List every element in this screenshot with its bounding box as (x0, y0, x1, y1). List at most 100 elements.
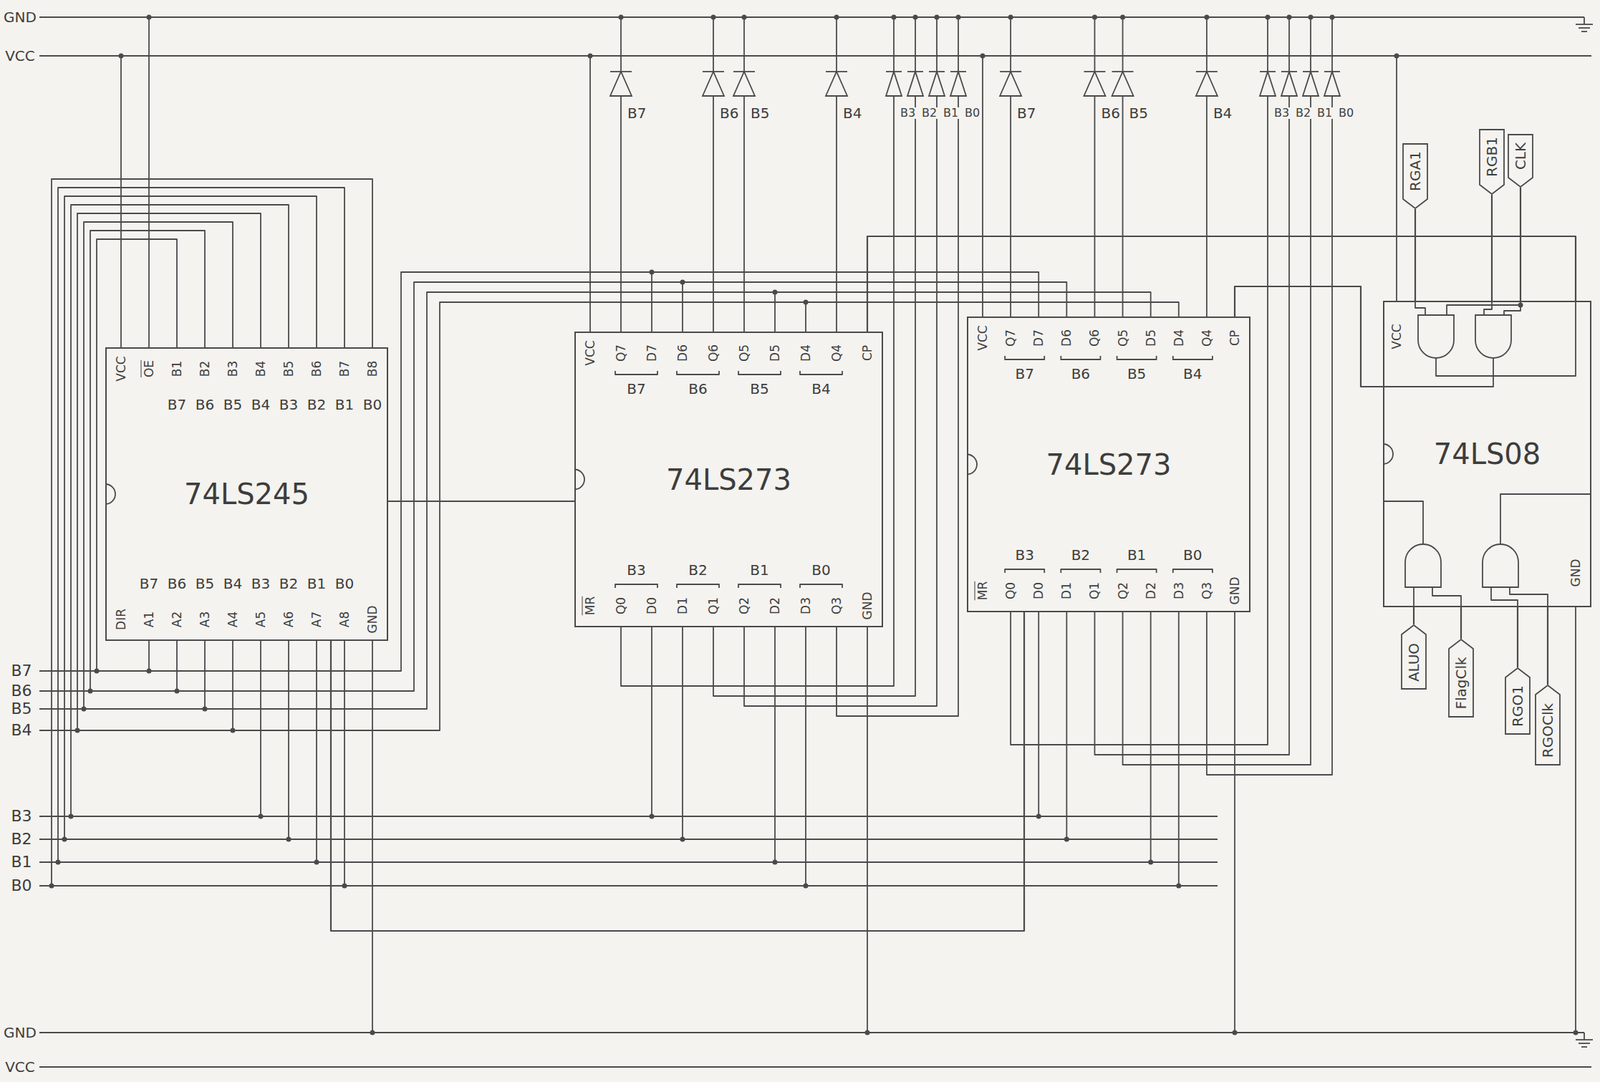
led-symbol (1259, 70, 1276, 73)
led-wire (1009, 17, 1012, 72)
b-side-wire (58, 187, 345, 863)
pin-bracket (800, 584, 843, 589)
led-label: B1 (941, 107, 960, 119)
pin-label: D7 (646, 343, 659, 364)
bus-label: B7 (138, 576, 160, 591)
ground-symbol (1583, 1032, 1585, 1040)
pin-label: GND (1569, 557, 1583, 589)
led-symbol (907, 70, 924, 73)
signal-name: RGO1 (1510, 685, 1525, 727)
signal-wire (1519, 187, 1522, 301)
led-wire (712, 17, 715, 72)
led-label: B0 (963, 107, 982, 119)
junction-dot (588, 53, 594, 59)
chip-name: 74LS273 (666, 464, 792, 496)
pin-label: Q4 (830, 343, 843, 364)
led-wire (713, 95, 916, 697)
ground-symbol (1583, 17, 1585, 25)
pin-label: Q2 (1116, 580, 1129, 601)
led-symbol (733, 71, 755, 96)
led-symbol (950, 70, 967, 73)
led-wire (1266, 17, 1269, 72)
junction-dot (1092, 15, 1098, 21)
led-wire (712, 95, 715, 332)
led-symbol (885, 70, 902, 73)
b-side-wire (70, 204, 289, 817)
pin-label: B1 (171, 359, 184, 379)
gate-wire (1435, 300, 1576, 377)
pin-label: CP (1229, 328, 1242, 348)
pin-label: B7 (338, 359, 351, 379)
chip-notch (1382, 444, 1394, 465)
data-bus-wire (1065, 612, 1068, 840)
pin-bracket (1173, 569, 1213, 573)
led-wire (1122, 17, 1124, 72)
pin-bracket (738, 584, 781, 589)
junction-dot (980, 53, 986, 59)
ic-chip: 74LS245 (105, 347, 389, 642)
led-wire (1094, 95, 1290, 755)
junction-dot (803, 883, 809, 889)
bus-label: B3 (625, 562, 647, 578)
led-symbol (1324, 70, 1341, 73)
pin-label: D4 (1172, 328, 1185, 349)
led-wire (1206, 17, 1208, 72)
led-symbol (885, 71, 902, 96)
led-symbol (610, 70, 632, 73)
data-bus-wire (39, 292, 1151, 710)
junction-dot (146, 668, 152, 674)
data-bus-wire (681, 282, 684, 332)
pin-label: B5 (282, 359, 296, 379)
data-bus-wire (39, 838, 1218, 841)
led-wire (743, 95, 745, 332)
vcc-rail (39, 55, 1592, 57)
ic-chip: 74LS273 (966, 316, 1251, 613)
signal-wire (1414, 209, 1416, 301)
rail-label: GND (2, 1025, 38, 1040)
pin-bracket (1004, 355, 1045, 360)
bus-label: B3 (1013, 547, 1035, 563)
junction-dot (314, 860, 320, 866)
led-wire (1094, 17, 1096, 72)
gate-wire (1415, 300, 1426, 316)
pin-label: Q7 (1004, 328, 1018, 349)
signal-tag-outline (1401, 625, 1426, 689)
signal-name: ALUO (1406, 642, 1421, 682)
gate-wire (1382, 358, 1494, 387)
pin-label: B6 (310, 359, 324, 379)
bus-label: B0 (1181, 547, 1204, 563)
junction-dot (81, 706, 87, 712)
led-symbol (825, 71, 848, 96)
vcc-wire (981, 55, 984, 317)
led-symbol (1083, 70, 1106, 73)
signal-name: RGOClk (1540, 702, 1555, 758)
signal-tag-outline (1535, 685, 1560, 765)
led-symbol (1281, 70, 1298, 73)
led-wire (836, 95, 959, 717)
gate-wire (1491, 587, 1518, 608)
a-side-wire (148, 641, 150, 672)
led-symbol (1083, 71, 1106, 96)
led-symbol (907, 71, 924, 96)
pin-label: D0 (646, 595, 659, 616)
junction-dot (680, 280, 686, 286)
data-bus-wire (39, 302, 1179, 731)
led-wire (835, 95, 838, 332)
junction-dot (1120, 15, 1126, 21)
junction-dot (956, 15, 962, 21)
bus-label: B5 (1125, 366, 1148, 382)
junction-dot (618, 15, 624, 21)
pin-label: B8 (366, 359, 379, 379)
junction-dot (88, 688, 94, 695)
signal-wire (330, 612, 1025, 932)
gate-wire (1504, 300, 1521, 316)
junction-dot (1176, 883, 1182, 889)
signal-wire (1413, 607, 1415, 625)
signal-tag-outline (1505, 668, 1530, 735)
pin-label: D6 (1060, 328, 1073, 349)
led-label: B2 (920, 107, 939, 119)
junction-dot (934, 15, 940, 21)
led-wire (1288, 17, 1290, 72)
led-symbol (1302, 71, 1319, 96)
